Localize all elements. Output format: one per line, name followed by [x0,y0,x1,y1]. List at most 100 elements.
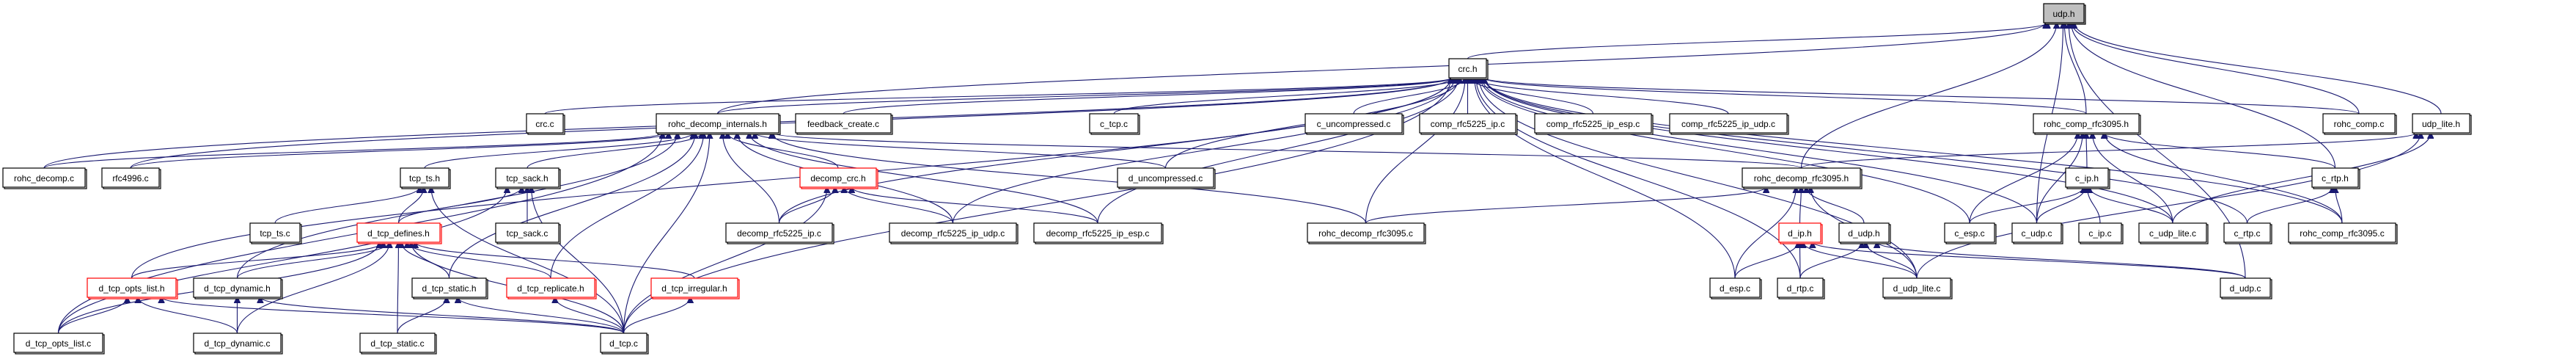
node-d-esp-c[interactable]: d_esp.c [1709,277,1762,299]
edge-c_esp_c-to-crc_h [1480,78,1970,224]
node-label: c_esp.c [1954,228,1984,239]
node-label: rohc_comp_rfc3095.c [2300,228,2384,239]
node-box [2011,222,2062,243]
edge-d_rtp_c-to-d_udp_h [1799,242,1862,279]
edge-d_tcp_dynamic_c-to-d_tcp_defines_h [236,242,390,334]
node-d-tcp-replicate-h[interactable]: d_tcp_replicate.h [506,277,597,299]
node-d-tcp-opts-list-h[interactable]: d_tcp_opts_list.h [87,277,178,299]
node-box [889,222,1017,243]
node-box [193,333,282,353]
node-d-tcp-c[interactable]: d_tcp.c [600,333,649,355]
node-feedback-create-c[interactable]: feedback_create.c [795,113,893,135]
node-c-udp-c[interactable]: c_udp.c [2011,222,2063,244]
node-box [495,167,559,188]
node-label: udp.h [2052,9,2074,19]
node-d-tcp-static-h[interactable]: d_tcp_static.h [411,277,488,299]
node-tcp-ts-c[interactable]: tcp_ts.c [249,222,302,244]
edge-rohc_comp_rfc3095_c-to-c_rtp_h [2335,187,2343,224]
edge-c_udp_c-to-crc_h [1482,78,2038,224]
node-udp-h: udp.h [2043,3,2086,25]
node-decomp-crc-h[interactable]: decomp_crc.h [799,167,878,189]
node-rfc4996-c[interactable]: rfc4996.c [101,167,161,189]
node-d-tcp-dynamic-h[interactable]: d_tcp_dynamic.h [193,277,283,299]
node-box [1709,277,1761,298]
node-decomp-rfc5225-ip-udp-c[interactable]: decomp_rfc5225_ip_udp.c [889,222,1019,244]
node-c-esp-c[interactable]: c_esp.c [1944,222,1997,244]
edge-d_tcp_c-to-d_tcp_dynamic_h [260,297,625,334]
node-rohc-comp-c[interactable]: rohc_comp.c [2322,113,2397,135]
edge-decomp_rfc5225_ip_c-to-decomp_crc_h [778,187,835,224]
node-rohc-decomp-rfc3095-c[interactable]: rohc_decomp_rfc3095.c [1307,222,1426,244]
node-label: decomp_crc.h [810,173,865,184]
node-box [1534,113,1652,134]
node-d-tcp-dynamic-c[interactable]: d_tcp_dynamic.c [193,333,283,355]
node-d-tcp-defines-h[interactable]: d_tcp_defines.h [356,222,442,244]
node-box [1304,113,1403,134]
node-label: d_ip.h [1788,228,1812,239]
node-d-ip-h[interactable]: d_ip.h [1778,222,1823,244]
node-label: c_ip.c [2088,228,2111,239]
node-rohc-comp-rfc3095-c[interactable]: rohc_comp_rfc3095.c [2288,222,2398,244]
node-rohc-decomp-internals-h[interactable]: rohc_decomp_internals.h [656,113,781,135]
node-c-tcp-c[interactable]: c_tcp.c [1089,113,1140,135]
edge-rohc_decomp_internals_h-to-crc_h [716,78,1451,115]
node-c-uncompressed-c[interactable]: c_uncompressed.c [1304,113,1404,135]
node-comp-rfc5225-ip-esp-c[interactable]: comp_rfc5225_ip_esp.c [1534,113,1654,135]
edge-d_tcp_c-to-d_tcp_replicate_h [555,297,625,334]
node-rohc-decomp-rfc3095-h[interactable]: rohc_decomp_rfc3095.h [1742,167,1863,189]
node-decomp-rfc5225-ip-esp-c[interactable]: decomp_rfc5225_ip_esp.c [1033,222,1164,244]
edge-c_udp_lite_c-to-crc_h [1484,78,2173,224]
node-label: c_uncompressed.c [1317,119,1391,129]
node-c-ip-h[interactable]: c_ip.h [2065,167,2110,189]
node-c-rtp-h[interactable]: c_rtp.h [2311,167,2360,189]
node-label: d_tcp_static.h [422,283,476,294]
node-tcp-sack-h[interactable]: tcp_sack.h [495,167,561,189]
node-box [101,167,160,188]
node-c-rtp-c[interactable]: c_rtp.c [2223,222,2272,244]
node-d-udp-c[interactable]: d_udp.c [2220,277,2272,299]
node-tcp-ts-h[interactable]: tcp_ts.h [400,167,451,189]
node-label: decomp_rfc5225_ip_udp.c [901,228,1005,239]
node-label: rohc_decomp_rfc3095.h [1754,173,1849,184]
node-label: tcp_ts.c [260,228,290,239]
node-d-rtp-c[interactable]: d_rtp.c [1777,277,1825,299]
node-label: d_esp.c [1720,283,1750,294]
edge-d_tcp_defines_h-to-tcp_sack_h [397,187,522,224]
node-crc-c[interactable]: crc.c [526,113,565,135]
node-label: d_tcp_opts_list.h [98,283,164,294]
edge-d_tcp_static_h-to-d_tcp_defines_h [401,242,450,279]
node-d-tcp-opts-list-c[interactable]: d_tcp_opts_list.c [13,333,105,355]
edge-d_esp_c-to-crc_h [1475,78,1736,279]
node-decomp-rfc5225-ip-c[interactable]: decomp_rfc5225_ip.c [725,222,834,244]
node-label: rohc_comp_rfc3095.h [2044,119,2129,129]
node-rohc-comp-rfc3095-h[interactable]: rohc_comp_rfc3095.h [2033,113,2141,135]
node-box [400,167,449,188]
node-label: d_tcp_defines.h [367,228,430,239]
node-label: udp_lite.h [2422,119,2460,129]
node-label: c_udp.c [2021,228,2052,239]
node-udp-lite-h[interactable]: udp_lite.h [2412,113,2472,135]
node-label: crc.c [535,119,554,129]
node-d-tcp-static-c[interactable]: d_tcp_static.c [359,333,437,355]
node-crc-h[interactable]: crc.h [1448,58,1489,80]
node-comp-rfc5225-ip-udp-c[interactable]: comp_rfc5225_ip_udp.c [1669,113,1789,135]
edge-c_udp_lite_c-to-rohc_comp_rfc3095_h [2092,133,2173,224]
node-rohc-decomp-c[interactable]: rohc_decomp.c [2,167,87,189]
node-box [87,277,177,298]
edge-c_udp_lite_c-to-c_ip_h [2089,187,2173,224]
node-d-udp-h[interactable]: d_udp.h [1838,222,1891,244]
node-box [526,113,564,134]
edge-crc_c-to-crc_h [544,78,1451,115]
node-c-ip-c[interactable]: c_ip.c [2078,222,2124,244]
node-d-uncompressed-c[interactable]: d_uncompressed.c [1117,167,1216,189]
node-d-tcp-irregular-h[interactable]: d_tcp_irregular.h [650,277,740,299]
node-box [1448,58,1487,79]
node-d-udp-lite-c[interactable]: d_udp_lite.c [1882,277,1953,299]
edge-d_udp_lite_c-to-d_ip_h [1803,242,1918,279]
edge-d_udp_c-to-d_ip_h [1813,242,2246,279]
edge-d_udp_c-to-d_udp_h [1877,242,2246,279]
node-tcp-sack-c[interactable]: tcp_sack.c [495,222,561,244]
node-comp-rfc5225-ip-c[interactable]: comp_rfc5225_ip.c [1419,113,1518,135]
edge-d_tcp_irregular_h-to-d_tcp_defines_h [415,242,695,279]
node-c-udp-lite-c[interactable]: c_udp_lite.c [2138,222,2209,244]
